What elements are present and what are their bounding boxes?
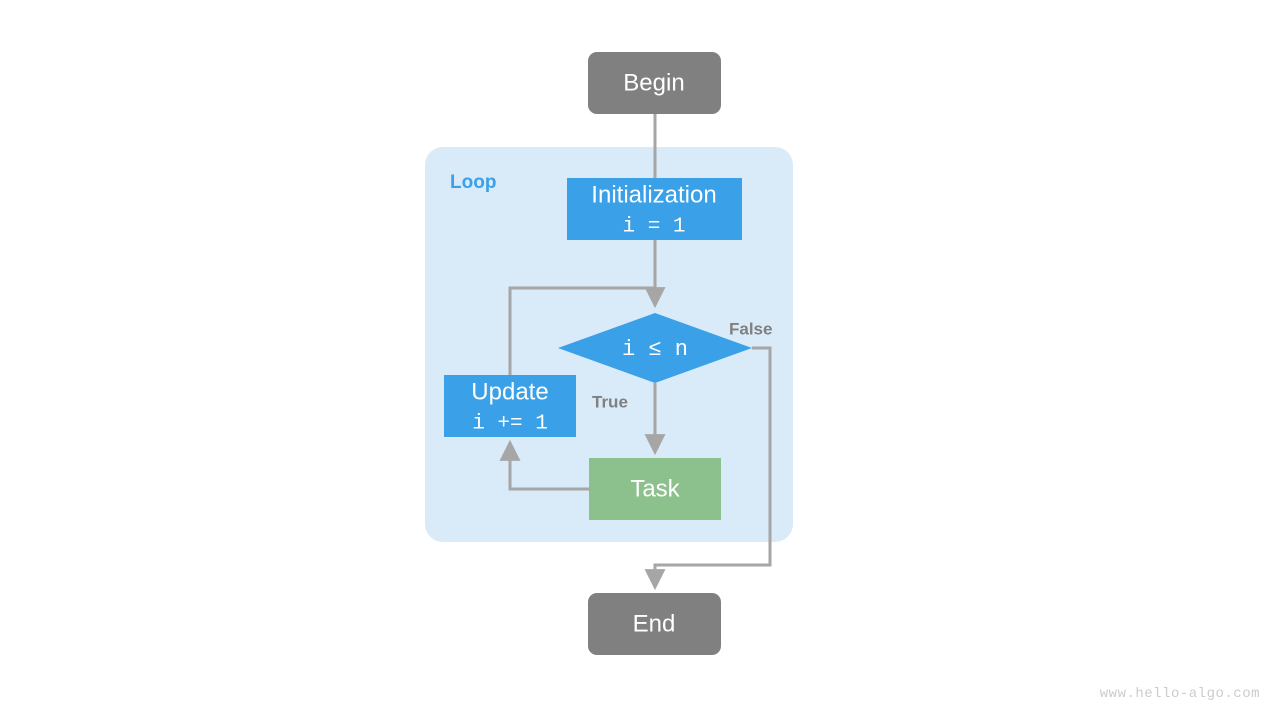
edge-label-true: True: [592, 392, 628, 411]
edge-condition-false-to-end: [644, 346, 772, 591]
node-condition[interactable]: i ≤ n: [558, 313, 752, 383]
node-task[interactable]: Task: [589, 458, 721, 520]
node-update-code: i += 1: [472, 413, 548, 436]
watermark: www.hello-algo.com: [1099, 686, 1260, 702]
loop-group-label: Loop: [450, 172, 496, 193]
edge-label-false: False: [729, 319, 772, 338]
node-task-label: Task: [630, 475, 680, 502]
node-initialization[interactable]: Initialization i = 1: [567, 178, 742, 240]
node-update-label: Update: [471, 378, 548, 405]
node-condition-label: i ≤ n: [622, 337, 688, 362]
node-end[interactable]: End: [588, 593, 721, 655]
node-begin[interactable]: Begin: [588, 52, 721, 114]
node-begin-label: Begin: [623, 69, 684, 96]
edge-update-to-condition: [508, 286, 655, 375]
node-update[interactable]: Update i += 1: [444, 375, 576, 437]
node-initialization-label: Initialization: [591, 181, 716, 208]
node-initialization-code: i = 1: [622, 216, 685, 239]
edge-task-to-update: [499, 439, 589, 491]
node-end-label: End: [633, 610, 676, 637]
